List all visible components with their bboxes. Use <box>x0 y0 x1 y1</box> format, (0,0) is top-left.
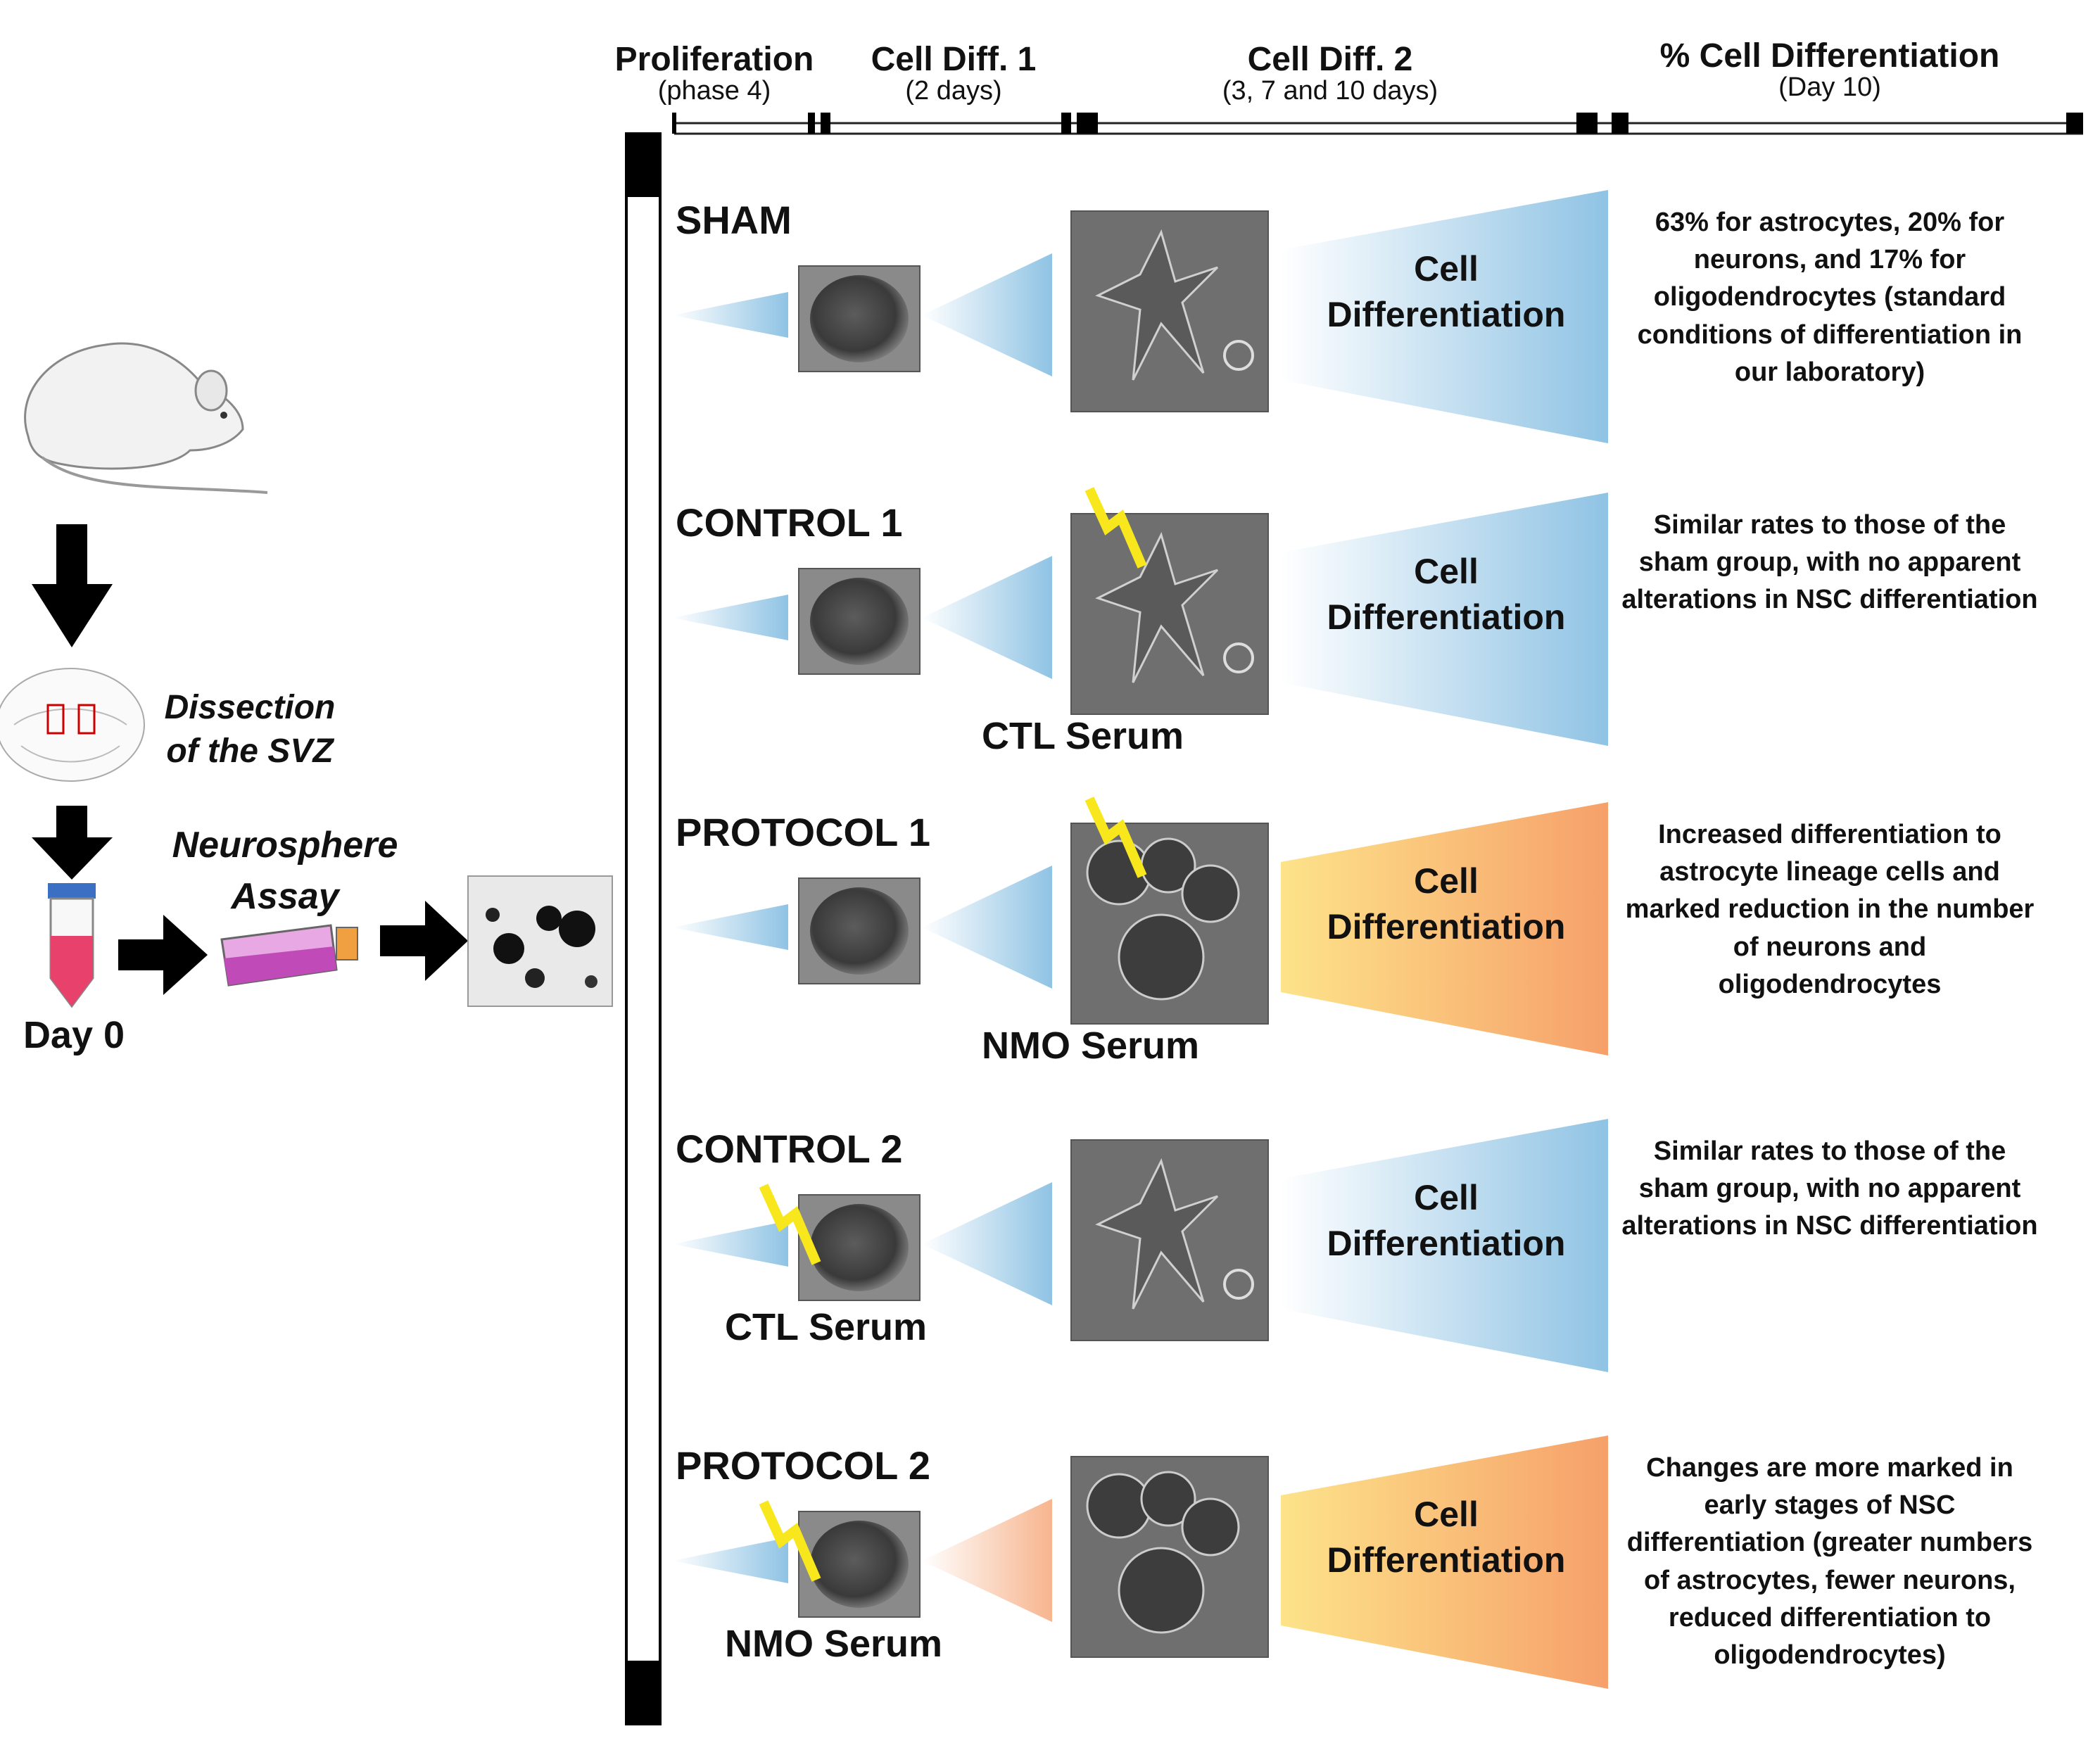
arrow-down-icon <box>32 806 113 880</box>
vertical-timeline-bar <box>625 132 662 1725</box>
flask-icon <box>220 924 358 987</box>
assay-label: Neurosphere Assay <box>172 825 398 917</box>
header-title: Proliferation <box>614 41 814 78</box>
mouse-icon <box>24 342 268 494</box>
header-subtitle: (3, 7 and 10 days) <box>1222 76 1438 106</box>
header-proliferation: Proliferation (phase 4) <box>609 42 820 106</box>
brain-section-icon <box>0 668 145 782</box>
arrow-right-icon <box>118 915 208 995</box>
arrow-right-icon <box>380 901 468 981</box>
header-diff2: Cell Diff. 2 (3, 7 and 10 days) <box>1140 42 1520 106</box>
header-subtitle: (phase 4) <box>657 76 771 106</box>
day0-label: Day 0 <box>23 1014 125 1056</box>
timeline-bar <box>672 113 2083 135</box>
falcon-tube-icon <box>48 883 96 1008</box>
header-diff1: Cell Diff. 1 (2 days) <box>837 42 1070 106</box>
arrow-down-icon <box>32 524 113 647</box>
header-title: Cell Diff. 1 <box>871 41 1037 78</box>
header-title: % Cell Differentiation <box>1659 37 2000 75</box>
header-subtitle: (2 days) <box>905 76 1002 106</box>
header-subtitle: (Day 10) <box>1778 72 1881 103</box>
dissection-label: Dissection of the SVZ <box>164 689 336 771</box>
header-percent: % Cell Differentiation (Day 10) <box>1619 37 2041 103</box>
neurosphere-culture-image <box>467 875 613 1007</box>
header-title: Cell Diff. 2 <box>1247 41 1413 78</box>
